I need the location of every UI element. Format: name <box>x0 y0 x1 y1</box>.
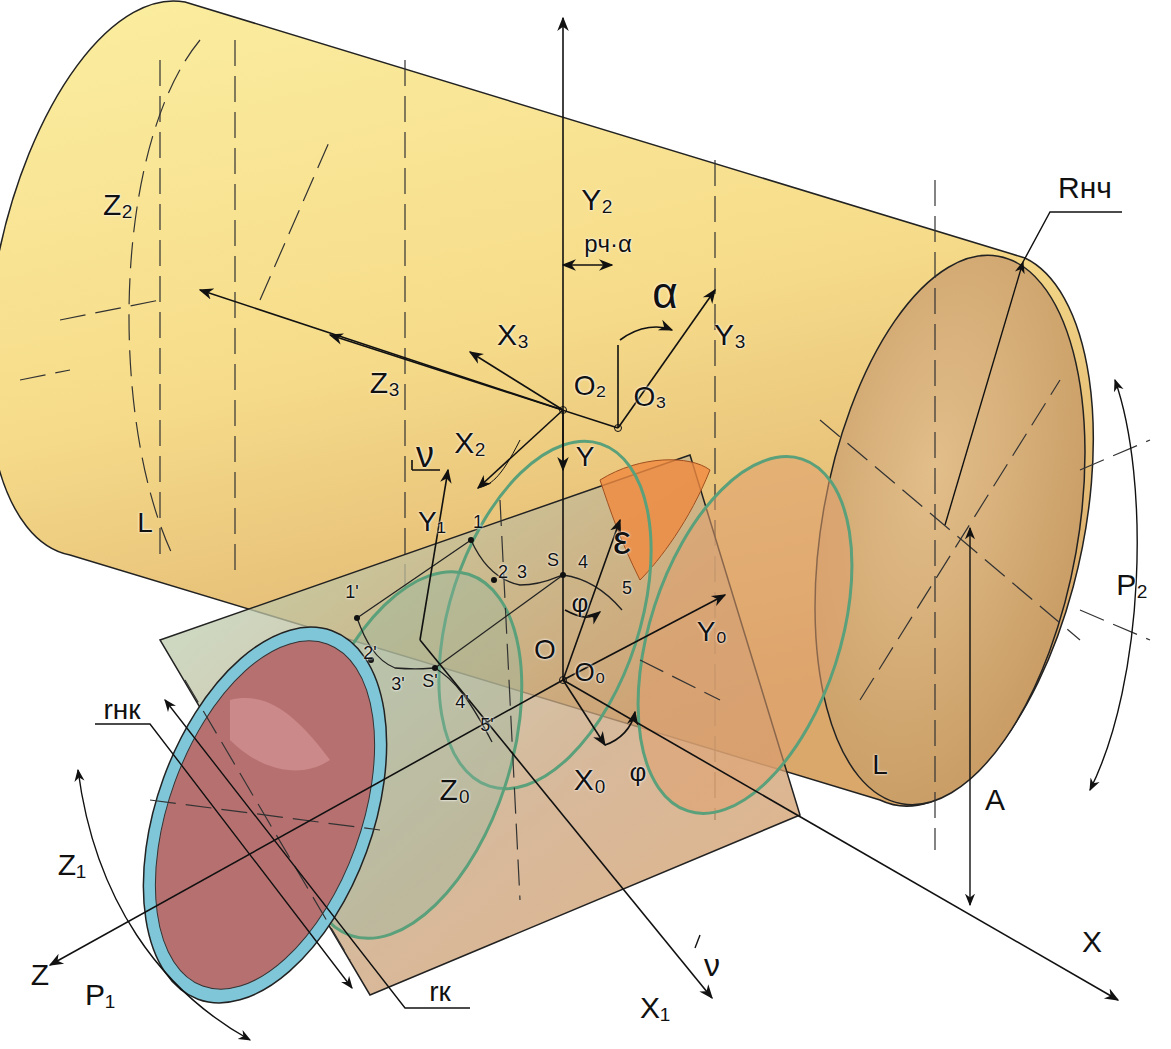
axis-label: Rнч <box>1058 173 1112 203</box>
axis-label: rк <box>429 978 451 1006</box>
axis-label: φ <box>630 759 647 785</box>
axis-label: Y₃ <box>714 320 746 350</box>
axis-label: Z₁ <box>58 850 86 880</box>
axis-label: Z₀ <box>440 775 471 805</box>
axis-label: L <box>137 509 153 537</box>
axis-label: O₀ <box>574 659 605 685</box>
axis-label: 4 <box>578 553 588 571</box>
axis-label: S' <box>422 672 437 690</box>
axis-label: O₂ <box>574 372 607 400</box>
axis-label: P₂ <box>1116 570 1148 600</box>
axis-label: ν <box>416 437 434 473</box>
axis-label: rнк <box>103 696 140 724</box>
axis-label: X₀ <box>574 765 606 795</box>
axis-label: 1 <box>473 513 483 531</box>
axis-label: 2' <box>363 644 376 662</box>
axis-label: ν <box>704 949 720 981</box>
axis-label: O₃ <box>633 383 666 411</box>
dimension-lines <box>78 212 1137 1040</box>
bore-shade <box>230 698 330 770</box>
axis-label: X₃ <box>497 320 529 350</box>
axis-label: φ <box>572 590 589 616</box>
axis-label: P₁ <box>85 980 115 1010</box>
axis-label: X₁ <box>640 993 670 1023</box>
axis-label: Y₂ <box>581 185 613 215</box>
axis-label: 2 <box>498 563 508 581</box>
axis-label: ε <box>613 520 631 560</box>
axis-label: Z₃ <box>370 368 401 398</box>
pipe-center-lines <box>150 500 720 960</box>
intersection-curve <box>600 460 710 580</box>
axis-label: 5' <box>480 716 493 734</box>
axis-label: Y₁ <box>418 508 446 536</box>
axis-label: 4' <box>455 693 468 711</box>
axis-label: Y₀ <box>697 618 727 646</box>
axis-label: Z <box>31 960 49 990</box>
axis-label: L <box>872 751 888 779</box>
axis-label: pч·α <box>584 232 632 256</box>
axis-label: S <box>547 551 559 569</box>
axis-label: X <box>1082 927 1102 957</box>
axes <box>50 18 1118 1000</box>
section-points <box>354 407 622 684</box>
axis-label: 1' <box>345 583 358 601</box>
axis-label: Y <box>576 443 595 471</box>
section-curves <box>357 540 622 742</box>
axis-label: Z₂ <box>103 190 133 220</box>
axis-label: 3' <box>391 675 404 693</box>
axis-label: 5 <box>622 579 632 597</box>
pipe-bore <box>113 611 418 1019</box>
axis-label: α <box>652 271 677 315</box>
axis-label: A <box>985 785 1005 815</box>
axis-label: X₂ <box>454 428 486 458</box>
axis-label: 3 <box>517 563 527 581</box>
axis-label: O <box>534 636 556 664</box>
